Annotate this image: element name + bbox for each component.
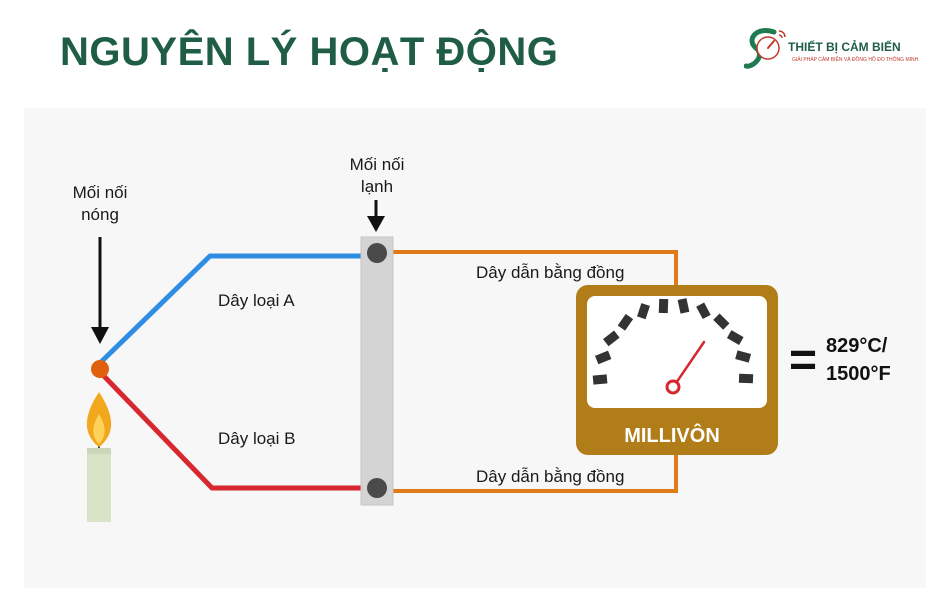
copper-wire-top bbox=[388, 250, 678, 290]
page-title: NGUYÊN LÝ HOẠT ĐỘNG bbox=[60, 30, 559, 74]
arrow-down-icon bbox=[367, 200, 385, 232]
brand-tagline: GIẢI PHÁP CẢM BIẾN VÀ ĐỒNG HỒ ĐO THÔNG M… bbox=[792, 57, 919, 63]
copper-wire-bottom bbox=[388, 452, 678, 493]
copper-wire-top-label: Dây dẫn bằng đồng bbox=[476, 263, 625, 282]
wire-a-label: Dây loại A bbox=[218, 291, 295, 310]
hot-junction-label: Mối nối nóng bbox=[72, 183, 128, 224]
brand-name: THIẾT BỊ CẢM BIẾN bbox=[788, 40, 901, 54]
temperature-reading: 829°C/ 1500°F bbox=[826, 332, 891, 388]
cold-junction-label: Mối nối lạnh bbox=[349, 155, 405, 196]
meter-needle bbox=[672, 340, 706, 388]
candle-icon bbox=[86, 392, 112, 522]
copper-wire-bottom-label: Dây dẫn bằng đồng bbox=[476, 467, 625, 486]
meter-pivot bbox=[665, 379, 681, 395]
arrow-down-icon bbox=[91, 237, 109, 344]
reading-celsius: 829°C/ bbox=[826, 335, 888, 357]
wire-b-line bbox=[99, 371, 366, 491]
wire-a-line bbox=[99, 253, 366, 364]
cold-junction-terminal-bottom bbox=[367, 478, 387, 498]
meter-label: MILLIVÔN bbox=[624, 423, 720, 447]
cold-junction-terminal-top bbox=[367, 243, 387, 263]
millivolt-meter-icon: MILLIVÔN bbox=[576, 285, 778, 455]
speedometer-logo-icon bbox=[744, 28, 786, 69]
wire-b-label: Dây loại B bbox=[218, 429, 296, 448]
brand-logo[interactable]: THIẾT BỊ CẢM BIẾN GIẢI PHÁP CẢM BIẾN VÀ … bbox=[744, 24, 934, 74]
meter-scale-ticks bbox=[592, 298, 754, 385]
reading-fahrenheit: 1500°F bbox=[826, 363, 891, 385]
cold-junction-block bbox=[360, 236, 394, 506]
equals-sign: = bbox=[789, 334, 817, 387]
hot-junction-dot bbox=[91, 360, 109, 378]
